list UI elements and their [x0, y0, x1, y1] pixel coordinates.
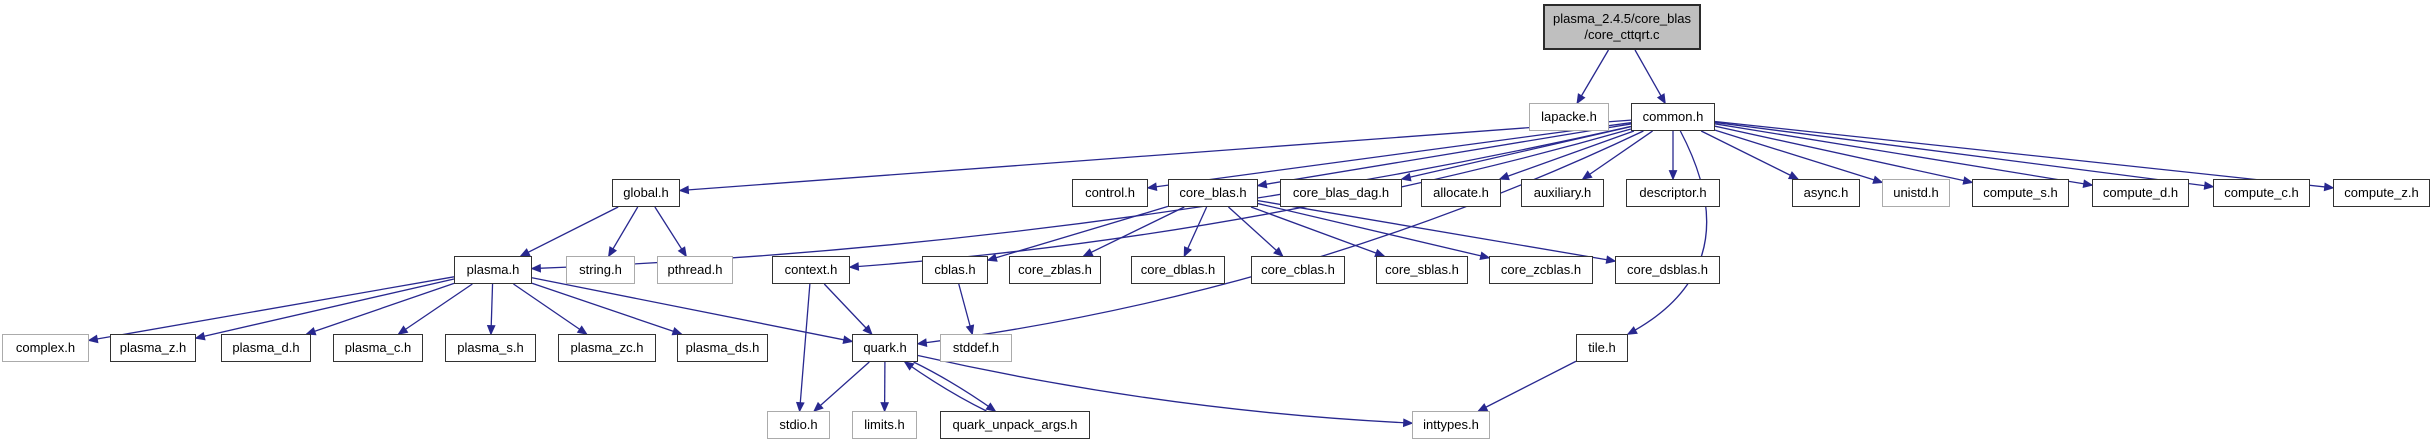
edge-plasma-h-to-plasma-s-h	[486, 283, 496, 336]
node-compute-d-h[interactable]: compute_d.h	[2092, 179, 2189, 207]
node-global-h[interactable]: global.h	[612, 179, 680, 207]
edge-quark-unpack-args-h-to-quark-h	[903, 361, 987, 412]
edge-plasma-h-to-plasma-zc-h	[513, 283, 588, 335]
edge-common-h-to-compute-s-h	[1714, 125, 1974, 185]
edge-common-h-to-auxiliary-h	[1581, 130, 1654, 180]
edge-core-blas-h-to-cblas-h	[986, 205, 1169, 262]
node-plasma-h[interactable]: plasma.h	[454, 256, 532, 284]
node-compute-c-h[interactable]: compute_c.h	[2213, 179, 2310, 207]
edge-plasma-h-to-plasma-d-h	[305, 282, 455, 336]
edge-tile-h-to-inttypes-h	[1477, 360, 1577, 412]
node-complex-h: complex.h	[2, 334, 89, 362]
edge-plasma-h-to-plasma-ds-h	[531, 282, 683, 336]
node-core-dsblas-h[interactable]: core_dsblas.h	[1615, 256, 1720, 284]
node-unistd-h: unistd.h	[1882, 179, 1950, 207]
node-context-h[interactable]: context.h	[772, 256, 850, 284]
edge-common-h-to-unistd-h	[1714, 129, 1884, 184]
node-compute-z-h[interactable]: compute_z.h	[2333, 179, 2430, 207]
node-common-h[interactable]: common.h	[1631, 103, 1715, 131]
edge-cblas-h-to-stddef-h	[958, 283, 975, 336]
node-root: plasma_2.4.5/core_blas /core_cttqrt.c	[1543, 4, 1701, 50]
edge-common-h-to-core-blas-h	[1256, 123, 1632, 189]
edge-global-h-to-string-h	[607, 206, 639, 258]
edge-core-blas-h-to-core-dblas-h	[1183, 206, 1208, 258]
node-core-zcblas-h[interactable]: core_zcblas.h	[1489, 256, 1593, 284]
edge-global-h-to-pthread-h	[654, 206, 687, 258]
edge-core-blas-h-to-core-zblas-h	[1082, 206, 1185, 257]
edge-core-blas-h-to-core-cblas-h	[1228, 206, 1284, 258]
node-core-dblas-h[interactable]: core_dblas.h	[1131, 256, 1225, 284]
node-plasma-zc-h[interactable]: plasma_zc.h	[558, 334, 656, 362]
edge-common-h-to-compute-d-h	[1714, 123, 2094, 189]
edge-plasma-h-to-plasma-c-h	[397, 283, 473, 335]
node-plasma-c-h[interactable]: plasma_c.h	[333, 334, 423, 362]
edge-quark-h-to-quark-unpack-args-h	[913, 361, 997, 412]
edge-common-h-to-compute-z-h	[1714, 120, 2335, 192]
edge-common-h-to-allocate-h	[1498, 130, 1635, 181]
node-allocate-h[interactable]: allocate.h	[1421, 179, 1501, 207]
node-cblas-h[interactable]: cblas.h	[922, 256, 988, 284]
node-pthread-h: pthread.h	[657, 256, 733, 284]
edge-core-blas-h-to-core-sblas-h	[1250, 206, 1386, 258]
node-descriptor-h[interactable]: descriptor.h	[1626, 179, 1720, 207]
node-plasma-ds-h[interactable]: plasma_ds.h	[677, 334, 768, 362]
edge-common-h-to-async-h	[1700, 130, 1800, 180]
edge-root-to-common-h	[1634, 49, 1666, 105]
node-core-sblas-h[interactable]: core_sblas.h	[1376, 256, 1468, 284]
node-quark-unpack-args-h[interactable]: quark_unpack_args.h	[940, 411, 1090, 439]
edge-plasma-h-to-plasma-z-h	[194, 278, 455, 341]
edge-context-h-to-stdio-h	[795, 283, 811, 413]
node-inttypes-h: inttypes.h	[1412, 411, 1490, 439]
edge-root-to-lapacke-h	[1576, 49, 1610, 105]
edge-core-blas-h-to-core-zcblas-h	[1257, 202, 1491, 261]
node-core-zblas-h[interactable]: core_zblas.h	[1009, 256, 1101, 284]
edge-common-h-to-tile-h	[1626, 130, 1708, 335]
node-control-h[interactable]: control.h	[1072, 179, 1148, 207]
node-plasma-z-h[interactable]: plasma_z.h	[110, 334, 196, 362]
edge-common-h-to-control-h	[1146, 122, 1632, 192]
edge-core-blas-h-to-core-dsblas-h	[1257, 199, 1617, 264]
node-string-h: string.h	[566, 256, 635, 284]
edge-common-h-to-core-blas-dag-h	[1400, 125, 1632, 182]
edge-context-h-to-quark-h	[823, 283, 873, 336]
node-compute-s-h[interactable]: compute_s.h	[1972, 179, 2069, 207]
edge-plasma-h-to-complex-h	[87, 276, 455, 344]
node-quark-h[interactable]: quark.h	[852, 334, 918, 362]
edge-quark-h-to-inttypes-h	[917, 354, 1414, 428]
edge-plasma-h-to-quark-h	[531, 277, 854, 344]
node-core-blas-dag-h[interactable]: core_blas_dag.h	[1280, 179, 1402, 207]
node-tile-h[interactable]: tile.h	[1576, 334, 1628, 362]
node-stdio-h: stdio.h	[767, 411, 830, 439]
edge-global-h-to-plasma-h	[519, 206, 619, 257]
edge-quark-h-to-stdio-h	[813, 361, 870, 413]
node-async-h[interactable]: async.h	[1792, 179, 1860, 207]
node-plasma-d-h[interactable]: plasma_d.h	[221, 334, 311, 362]
node-limits-h: limits.h	[852, 411, 917, 439]
node-core-cblas-h[interactable]: core_cblas.h	[1251, 256, 1345, 284]
node-core-blas-h[interactable]: core_blas.h	[1168, 179, 1258, 207]
node-lapacke-h: lapacke.h	[1529, 103, 1609, 131]
edge-common-h-to-compute-c-h	[1714, 121, 2215, 190]
edge-common-h-to-global-h	[678, 119, 1632, 195]
node-auxiliary-h[interactable]: auxiliary.h	[1521, 179, 1604, 207]
node-stddef-h: stddef.h	[940, 334, 1012, 362]
node-plasma-s-h[interactable]: plasma_s.h	[445, 334, 536, 362]
edge-common-h-to-quark-h	[916, 130, 1644, 347]
